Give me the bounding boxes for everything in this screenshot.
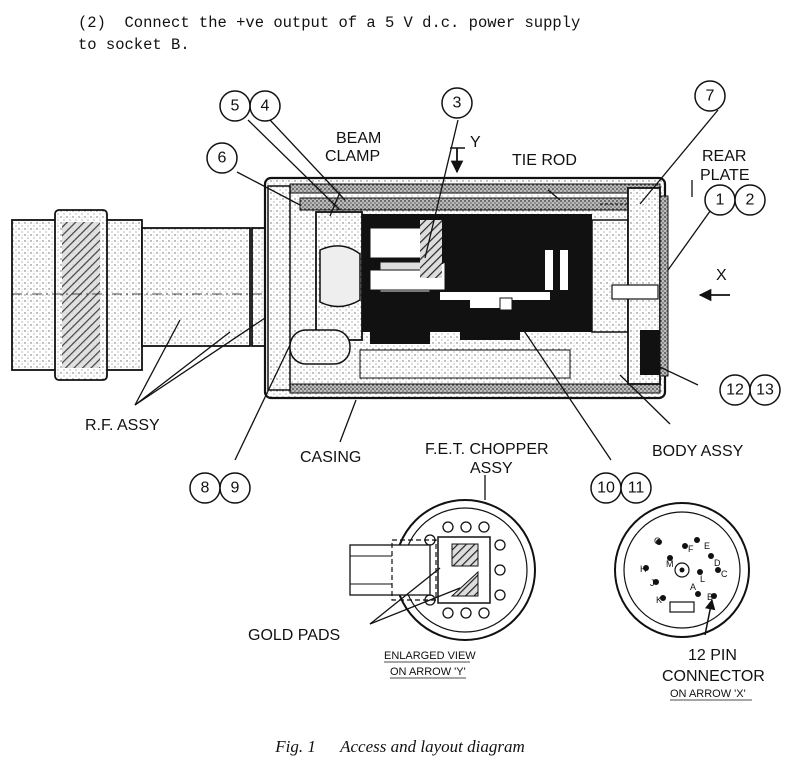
svg-text:M: M — [666, 559, 674, 569]
instruction-text: (2) Connect the +ve output of a 5 V d.c.… — [78, 14, 581, 54]
connector-pin-labels: A B C D E F G H J K L M — [640, 536, 728, 605]
svg-text:L: L — [700, 574, 705, 584]
svg-text:G: G — [654, 536, 661, 546]
label-tie-rod: TIE ROD — [512, 152, 577, 169]
label-connector: CONNECTOR — [662, 668, 765, 685]
label-gold-pads: GOLD PADS — [248, 627, 340, 644]
rear-plate — [591, 187, 669, 385]
svg-text:12: 12 — [726, 382, 744, 399]
label-body-assy: BODY ASSY — [652, 443, 744, 460]
tie-rod — [299, 197, 641, 211]
svg-text:C: C — [721, 569, 728, 579]
svg-text:B: B — [707, 592, 713, 602]
svg-text:6: 6 — [218, 150, 227, 167]
figure-caption: Fig. 1 Access and layout diagram — [0, 737, 800, 757]
svg-text:J: J — [650, 578, 655, 588]
figure-number: Fig. 1 — [275, 737, 316, 756]
label-arrow-x: X — [716, 267, 727, 284]
callout-1: 1 — [704, 184, 736, 216]
svg-text:8: 8 — [201, 480, 210, 497]
svg-text:D: D — [714, 558, 721, 568]
enlarged-view-y — [349, 499, 536, 641]
callout-4: 4 — [249, 90, 281, 122]
callout-11: 11 — [620, 472, 652, 504]
label-on-arrow-y: ON ARROW 'Y' — [390, 666, 466, 678]
callout-3: 3 — [441, 87, 473, 119]
pin-connector — [614, 502, 750, 638]
callout-5: 5 — [219, 90, 251, 122]
label-enlarged-view: ENLARGED VIEW — [384, 650, 476, 662]
label-12-pin: 12 PIN — [688, 647, 737, 664]
callout-9: 9 — [219, 472, 251, 504]
svg-text:9: 9 — [231, 480, 240, 497]
callout-7: 7 — [694, 80, 726, 112]
body-assembly — [359, 214, 592, 379]
svg-text:7: 7 — [706, 88, 715, 105]
svg-text:13: 13 — [756, 382, 774, 399]
label-fet-assy: ASSY — [470, 460, 513, 477]
svg-text:10: 10 — [597, 480, 615, 497]
label-fet-chopper: F.E.T. CHOPPER — [425, 441, 549, 458]
leader-lines — [134, 109, 719, 500]
svg-text:3: 3 — [453, 95, 462, 112]
callout-2: 2 — [734, 184, 766, 216]
callout-12: 12 — [719, 374, 751, 406]
svg-text:2: 2 — [746, 192, 755, 209]
svg-text:5: 5 — [231, 98, 240, 115]
svg-text:11: 11 — [628, 480, 645, 497]
svg-text:1: 1 — [716, 192, 725, 209]
label-plate: PLATE — [700, 167, 750, 184]
svg-text:F: F — [688, 544, 694, 554]
label-beam: BEAM — [336, 130, 381, 147]
label-rf-assy: R.F. ASSY — [85, 417, 160, 434]
label-rear: REAR — [702, 148, 746, 165]
callout-8: 8 — [189, 472, 221, 504]
label-clamp: CLAMP — [325, 148, 380, 165]
label-arrow-y: Y — [470, 134, 481, 151]
svg-text:E: E — [704, 541, 710, 551]
figure-title: Access and layout diagram — [340, 737, 525, 756]
beam-clamp-block — [289, 211, 363, 365]
label-on-arrow-x: ON ARROW 'X' — [670, 688, 746, 700]
label-casing: CASING — [300, 449, 361, 466]
svg-text:K: K — [656, 595, 662, 605]
callout-13: 13 — [749, 374, 781, 406]
callout-10: 10 — [590, 472, 622, 504]
svg-text:A: A — [690, 582, 696, 592]
svg-text:4: 4 — [261, 98, 270, 115]
svg-text:H: H — [640, 564, 647, 574]
callout-6: 6 — [206, 142, 238, 174]
